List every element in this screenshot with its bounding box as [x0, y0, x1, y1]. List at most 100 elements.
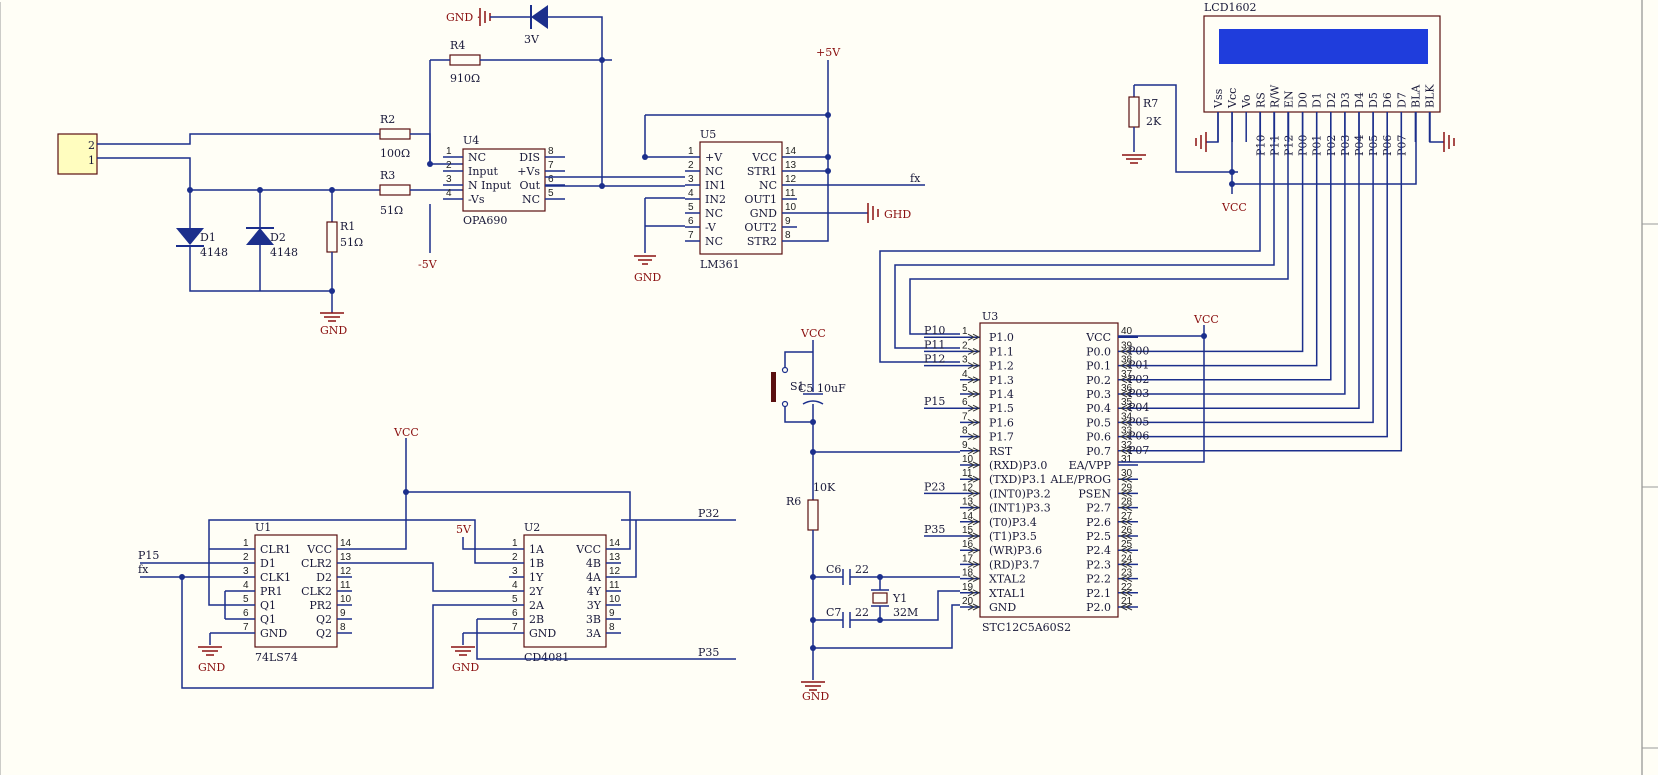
svg-text:5V: 5V — [456, 523, 472, 536]
io-arrow-icon — [1119, 489, 1133, 497]
u3-pin-label: P1.3 — [989, 374, 1014, 387]
u3-pin-number: 33 — [1121, 426, 1133, 437]
io-arrow-icon — [1119, 589, 1133, 597]
svg-text:910Ω: 910Ω — [450, 72, 480, 85]
input-connector[interactable]: 2 1 — [57, 133, 380, 191]
u4-pin-label: +Vs — [517, 165, 540, 178]
u3-pin-number: 27 — [1121, 511, 1133, 522]
u3-pin-number: 2 — [962, 340, 968, 351]
u2-pin-label: 4A — [586, 571, 602, 584]
u3-pin-number: 10 — [962, 454, 974, 465]
resistor-r4[interactable]: R4 910Ω — [427, 39, 612, 167]
io-arrow-icon — [967, 589, 981, 597]
wire-p11 — [894, 112, 1275, 349]
lcd-pin-label: BLA — [1409, 84, 1422, 108]
lcd-pin-label: D4 — [1353, 92, 1366, 108]
u3-pin-label: (INT1)P3.3 — [989, 502, 1051, 515]
u5-pin-label: NC — [705, 165, 723, 178]
u3-pin-label: P0.6 — [1086, 431, 1111, 444]
io-arrow-icon — [967, 362, 981, 370]
resistor-r6[interactable] — [807, 499, 819, 531]
u3-net-label: P01 — [1128, 359, 1149, 372]
svg-text:D1: D1 — [200, 231, 216, 244]
u1-pin-label: D1 — [260, 557, 276, 570]
crystal-y1[interactable] — [872, 592, 888, 604]
u3-net-label: P05 — [1128, 415, 1149, 428]
u2-pin-label: 1A — [529, 543, 545, 556]
resistor-r3[interactable]: R3 51Ω — [379, 169, 463, 217]
u3-pin-number: 32 — [1121, 440, 1133, 451]
u5-pin-label: GND — [750, 207, 777, 220]
lcd-screen — [1219, 29, 1428, 64]
u1-pin-label: PR2 — [309, 599, 332, 612]
u1-pin-number: 14 — [340, 538, 352, 549]
u3-pin-number: 7 — [962, 411, 968, 422]
u3-pin-label: VCC — [1085, 331, 1111, 344]
u3-pin-number: 6 — [962, 397, 968, 408]
resistor-r7[interactable]: R7 2K — [1128, 84, 1238, 173]
u3-pin-number: 8 — [962, 426, 968, 437]
u3-pin-label: P0.3 — [1086, 388, 1111, 401]
u3-pin-number: 21 — [1121, 596, 1133, 607]
u2-pin-label: 1Y — [529, 571, 544, 584]
lcd-net-label: P11 — [1268, 135, 1281, 156]
io-arrow-icon — [1119, 475, 1133, 483]
u1-pin-label: CLK1 — [260, 571, 291, 584]
switch-s1[interactable] — [771, 372, 776, 402]
io-arrow-icon — [967, 418, 981, 426]
u1-pin-number: 1 — [243, 538, 249, 549]
resistor-r1[interactable]: R1 51Ω — [326, 187, 363, 313]
io-arrow-icon — [967, 560, 981, 568]
io-arrow-icon — [1119, 347, 1133, 355]
io-arrow-icon — [967, 475, 981, 483]
diode-d2[interactable]: D2 4148 — [246, 187, 298, 291]
u3-net-label: P12 — [924, 353, 945, 366]
u1-pin-number: 12 — [340, 566, 352, 577]
u5-pin-label: STR2 — [747, 235, 777, 248]
u3-pin-number: 4 — [962, 369, 968, 380]
u3-pin-label: P2.2 — [1086, 573, 1111, 586]
u5-pin-number: 9 — [785, 216, 791, 227]
io-arrow-icon — [1119, 376, 1133, 384]
u3-pin-number: 1 — [962, 326, 968, 337]
u3-pin-number: 25 — [1121, 539, 1133, 550]
svg-text:S1: S1 — [790, 380, 805, 393]
u5-pin-label: NC — [705, 207, 723, 220]
io-arrow-icon — [1119, 390, 1133, 398]
u3-net-label: P10 — [924, 324, 945, 337]
u5-pin-label: -V — [705, 221, 717, 234]
lcd-pin-label: D3 — [1339, 92, 1352, 108]
u3-pin-number: 13 — [962, 497, 974, 508]
svg-text:GND: GND — [802, 690, 829, 703]
svg-text:U3: U3 — [982, 310, 998, 323]
io-arrow-icon — [967, 404, 981, 412]
lcd-pin-label: D2 — [1325, 92, 1338, 108]
zener-3v[interactable]: GND · 3V — [446, 5, 605, 186]
u5-pin-number: 5 — [688, 202, 694, 213]
u2-pin-label: VCC — [575, 543, 601, 556]
u4-pin-label: Input — [468, 165, 499, 178]
u3-pin-number: 31 — [1121, 454, 1133, 465]
svg-text:GND: GND — [320, 324, 347, 337]
diode-d1[interactable]: D1 4148 — [176, 187, 332, 292]
svg-text:51Ω: 51Ω — [340, 236, 363, 249]
u4-pin-label: NC — [522, 193, 540, 206]
svg-text:U1: U1 — [255, 521, 271, 534]
u3-pin-number: 28 — [1121, 497, 1133, 508]
lcd-data-wire — [1138, 112, 1360, 409]
u1-pin-label: CLR1 — [260, 543, 291, 556]
svg-text:C7: C7 — [826, 606, 841, 619]
svg-text:C5: C5 — [798, 382, 813, 395]
lcd-net-label: P10 — [1254, 135, 1267, 156]
u1-pin-number: 2 — [243, 552, 249, 563]
io-arrow-icon — [1119, 447, 1133, 455]
u1-pin-label: CLR2 — [301, 557, 332, 570]
u3-pin-number: 38 — [1121, 355, 1133, 366]
u3-pin-number: 15 — [962, 525, 974, 536]
